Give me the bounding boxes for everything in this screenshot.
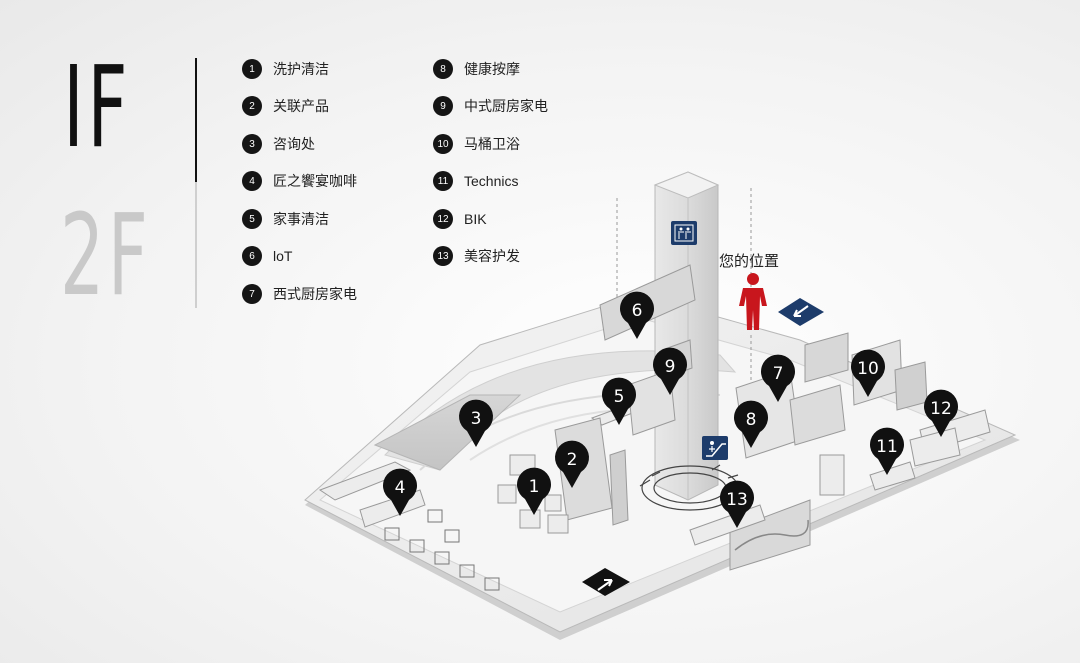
map-pin-10[interactable]: 10 — [851, 349, 885, 397]
inactive-floor-divider — [195, 182, 197, 308]
legend-label: loT — [273, 248, 293, 264]
you-are-here-label: 您的位置 — [719, 253, 780, 270]
legend-number: 7 — [242, 284, 262, 304]
map-pin-6[interactable]: 6 — [620, 291, 654, 339]
legend-number: 2 — [242, 96, 262, 116]
map-pin-label: 10 — [857, 359, 879, 379]
legend-item[interactable]: 11 Technics — [433, 170, 518, 192]
legend-label: BIK — [464, 211, 487, 227]
legend-item[interactable]: 1 洗护清洁 — [242, 58, 329, 80]
map-pin-label: 2 — [567, 450, 578, 470]
legend-item[interactable]: 12 BIK — [433, 208, 487, 230]
legend-item[interactable]: 5 家事清洁 — [242, 208, 329, 230]
legend-item[interactable]: 6 loT — [242, 245, 292, 267]
map-pin-3[interactable]: 3 — [459, 399, 494, 447]
map-pin-5[interactable]: 5 — [602, 377, 637, 425]
map-pin-label: 9 — [665, 357, 676, 377]
legend-label: Technics — [464, 173, 519, 189]
legend-number: 9 — [433, 96, 453, 116]
legend-label: 匠之饗宴咖啡 — [273, 173, 357, 189]
map-pin-9[interactable]: 9 — [653, 347, 687, 395]
floor-indicator: IF 2F — [60, 52, 210, 312]
legend-item[interactable]: 8 健康按摩 — [433, 58, 520, 80]
legend-label: 关联产品 — [273, 98, 329, 114]
legend-label: 马桶卫浴 — [464, 136, 520, 152]
legend: 1 洗护清洁 2 关联产品 3 咨询处 4 匠之饗宴咖啡 5 家事清洁 6 loT 7 西式厨… — [242, 58, 602, 308]
map-pin-label: 11 — [876, 437, 898, 457]
cafe-seating — [384, 509, 500, 591]
legend-label: 美容护发 — [464, 248, 520, 264]
legend-number: 8 — [433, 59, 453, 79]
legend-number: 4 — [242, 171, 262, 191]
legend-label: 家事清洁 — [273, 211, 329, 227]
legend-label: 洗护清洁 — [273, 61, 329, 77]
legend-item[interactable]: 4 匠之饗宴咖啡 — [242, 170, 357, 192]
legend-number: 6 — [242, 246, 262, 266]
legend-label: 西式厨房家电 — [273, 286, 357, 302]
map-pin-label: 4 — [395, 478, 406, 498]
legend-number: 5 — [242, 209, 262, 229]
legend-item[interactable]: 3 咨询处 — [242, 133, 315, 155]
map-pin-label: 5 — [614, 387, 625, 407]
legend-label: 咨询处 — [273, 136, 315, 152]
map-pin-label: 12 — [930, 399, 952, 419]
map-pin-label: 1 — [529, 477, 540, 497]
floor-2f-button[interactable]: 2F — [60, 191, 152, 321]
legend-item[interactable]: 7 西式厨房家电 — [242, 283, 357, 305]
map-pin-label: 13 — [726, 490, 748, 510]
elevator-icon — [671, 221, 697, 245]
legend-number: 13 — [433, 246, 453, 266]
map-pin-4[interactable]: 4 — [383, 468, 417, 516]
map-pin-label: 7 — [773, 364, 784, 384]
entrance-arrow-icon[interactable] — [582, 568, 630, 596]
map-pin-label: 6 — [632, 301, 643, 321]
map-pin-13[interactable]: 13 — [720, 480, 754, 528]
legend-item[interactable]: 9 中式厨房家电 — [433, 95, 548, 117]
legend-number: 1 — [242, 59, 262, 79]
person-icon — [739, 273, 767, 330]
map-pin-1[interactable]: 1 — [517, 467, 551, 515]
map-pin-2[interactable]: 2 — [555, 440, 590, 488]
legend-item[interactable]: 2 关联产品 — [242, 95, 329, 117]
legend-number: 11 — [433, 171, 453, 191]
escalator-icon — [702, 436, 728, 460]
active-floor-divider — [195, 58, 197, 182]
map-pin-12[interactable]: 12 — [924, 389, 958, 437]
legend-number: 3 — [242, 134, 262, 154]
map-pin-7[interactable]: 7 — [760, 354, 795, 402]
legend-item[interactable]: 13 美容护发 — [433, 245, 520, 267]
legend-label: 中式厨房家电 — [464, 98, 548, 114]
map-pin-label: 3 — [471, 409, 482, 429]
map-pin-11[interactable]: 11 — [870, 427, 904, 475]
arrow-icon — [778, 298, 824, 326]
legend-label: 健康按摩 — [464, 61, 520, 77]
map-pin-label: 8 — [746, 410, 757, 430]
map-pin-8[interactable]: 8 — [734, 400, 768, 448]
legend-number: 12 — [433, 209, 453, 229]
legend-number: 10 — [433, 134, 453, 154]
floor-1f-button[interactable]: IF — [63, 43, 132, 173]
legend-item[interactable]: 10 马桶卫浴 — [433, 133, 520, 155]
